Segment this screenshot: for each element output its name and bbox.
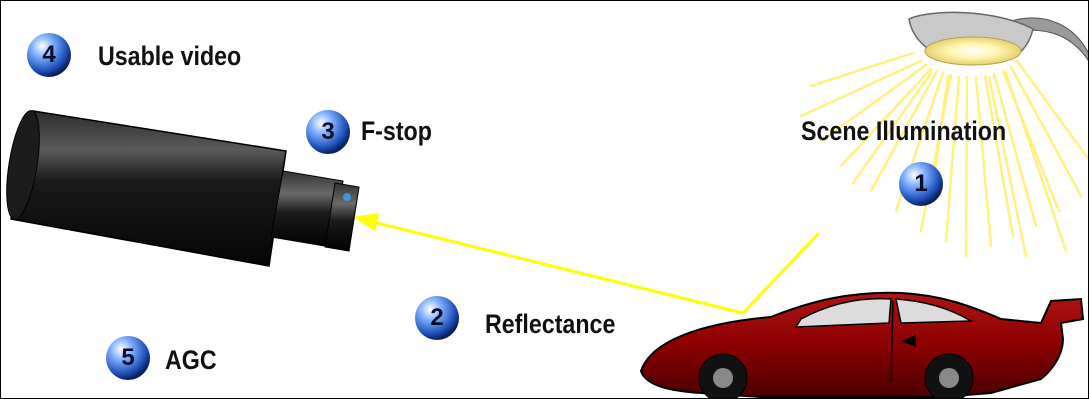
step-3-label: F-stop: [361, 116, 432, 147]
light-rays: [801, 53, 1089, 256]
step-4-number: 4: [26, 32, 72, 78]
step-3-badge: 3: [305, 109, 351, 155]
step-5-badge: 5: [105, 335, 151, 381]
step-4-label: Usable video: [98, 41, 241, 72]
step-5-label: AGC: [165, 345, 217, 376]
step-2-number: 2: [414, 295, 460, 341]
step-1-badge: 1: [898, 161, 944, 207]
sports-car-icon: [641, 293, 1083, 399]
step-2-label: Reflectance: [485, 309, 615, 340]
step-5-number: 5: [105, 335, 151, 381]
step-4-badge: 4: [26, 32, 72, 78]
step-1-number: 1: [898, 161, 944, 207]
step-2-badge: 2: [414, 295, 460, 341]
step-3-number: 3: [305, 109, 351, 155]
street-lamp-icon: [909, 12, 1089, 65]
step-1-label: Scene Illumination: [801, 116, 1006, 147]
